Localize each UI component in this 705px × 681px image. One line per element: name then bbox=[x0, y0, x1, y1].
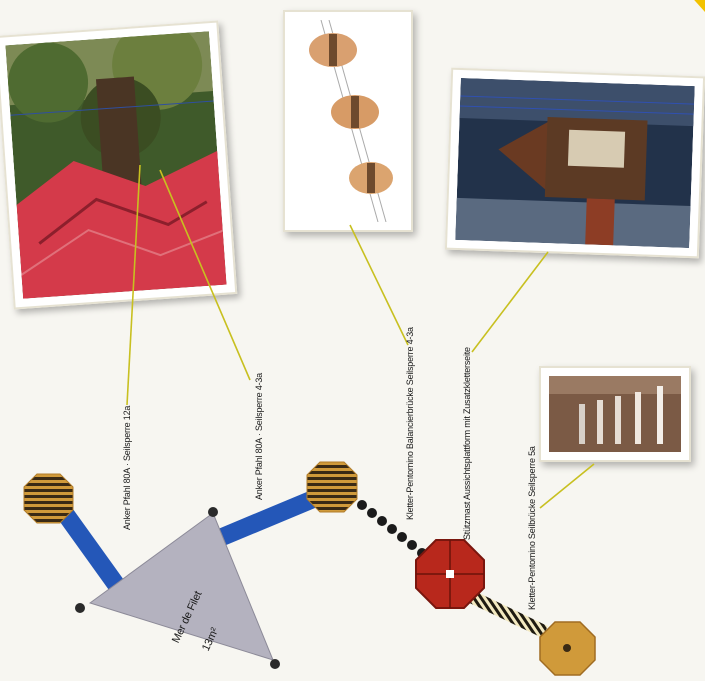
label-rope-b: Anker Pfahl 80A · Seilsperre 4-3a bbox=[254, 373, 264, 500]
label-house: Stützmast Aussichtsplattform mit Zusatzk… bbox=[462, 347, 472, 540]
anchor-point bbox=[75, 603, 85, 613]
blue-beam-left bbox=[56, 506, 128, 596]
photo-lookout-house bbox=[444, 67, 705, 259]
leader-line-c bbox=[349, 224, 409, 346]
wood-post-left bbox=[23, 473, 74, 524]
label-rope-a: Anker Pfahl 80A · Seilsperre 12a bbox=[122, 405, 132, 530]
leader-line-d bbox=[471, 251, 549, 353]
leader-line-a bbox=[126, 164, 141, 406]
post-center bbox=[563, 644, 571, 652]
balance-logs-image bbox=[293, 20, 403, 222]
label-ladder-net: Kletter-Pentomino Seilbrücke Seilsperre … bbox=[527, 446, 537, 610]
ladder-bridge bbox=[467, 590, 548, 638]
lookout-house-image bbox=[455, 77, 695, 249]
tree-net-image bbox=[5, 31, 227, 299]
leader-line-e bbox=[539, 463, 595, 509]
photo-ladder-bars bbox=[539, 366, 691, 462]
anchor-point bbox=[208, 507, 218, 517]
photo-balance-logs bbox=[283, 10, 413, 232]
wood-post-middle bbox=[306, 461, 358, 513]
tower-center bbox=[446, 570, 454, 578]
ladder-bars-image bbox=[549, 376, 681, 452]
triangle-net bbox=[88, 512, 274, 661]
leader-line-b bbox=[159, 169, 251, 381]
wobble-bridge bbox=[357, 500, 427, 558]
photo-tree-net bbox=[0, 20, 238, 310]
anchor-point bbox=[270, 659, 280, 669]
label-wobble-net: Kletter-Pentomino Balancierbrücke Seilsp… bbox=[405, 327, 415, 520]
